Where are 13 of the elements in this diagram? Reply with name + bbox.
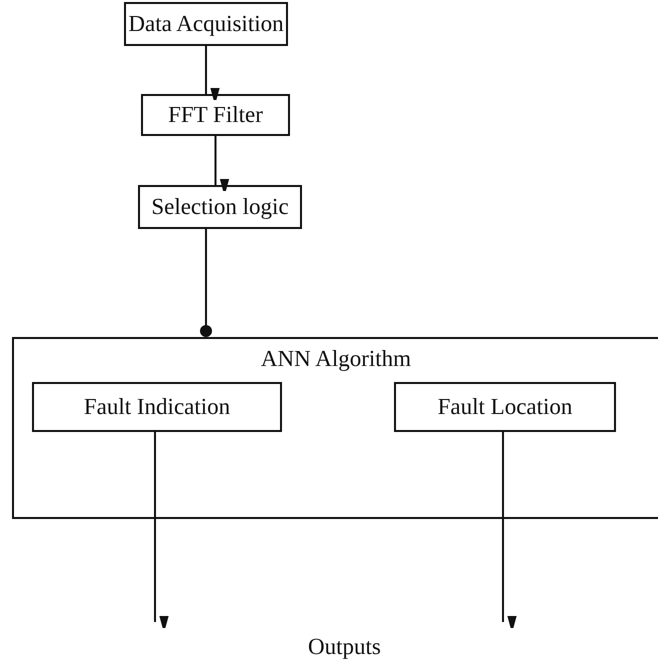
box-label: Fault Indication (84, 393, 230, 421)
process-box (141, 94, 290, 136)
group-box (12, 337, 658, 519)
group-heading: ANN Algorithm (260, 345, 412, 373)
outputs-label: Outputs (308, 634, 381, 660)
box-label: Selection logic (151, 193, 289, 221)
process-box (32, 382, 282, 432)
process-box (138, 185, 302, 229)
box-label: Fault Location (438, 393, 572, 421)
box-label: Data Acquisition (128, 10, 284, 38)
box-label: FFT Filter (168, 101, 263, 129)
process-box (124, 2, 288, 46)
process-box (394, 382, 616, 432)
